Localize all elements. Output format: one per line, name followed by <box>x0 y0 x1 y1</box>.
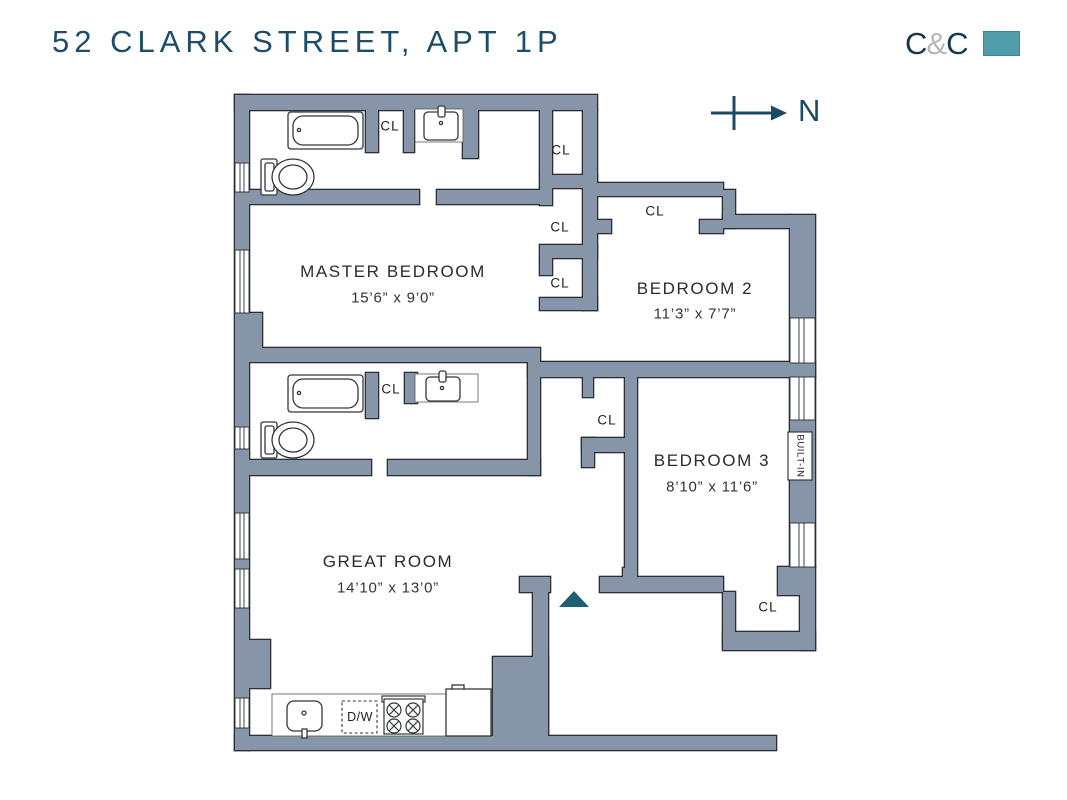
closet-label-bedroom3-hall: CL <box>597 412 617 428</box>
walls-layer <box>233 93 817 752</box>
bathtub-icon <box>287 374 364 413</box>
built-in-label: BUILT-IN <box>794 434 806 478</box>
north-arrow-icon <box>711 96 787 130</box>
room-label-bedroom-2: BEDROOM 2 <box>636 279 754 298</box>
window <box>234 697 250 729</box>
room-dims-bedroom-2: 11’3” x 7’7” <box>653 305 737 323</box>
kitchen-sink-icon <box>286 700 323 739</box>
compass-north-label: N <box>798 93 821 128</box>
room-label-master-bedroom: MASTER BEDROOM <box>300 262 486 281</box>
room-dims-bedroom-3: 8’10” x 11’6” <box>666 478 758 496</box>
built-in-box <box>787 431 813 481</box>
window <box>789 522 816 568</box>
closet-label-hall-1: CL <box>551 142 571 158</box>
window <box>234 512 250 560</box>
sink-icon <box>414 105 464 143</box>
closet-label-entry: CL <box>758 599 778 615</box>
room-dims-master-bedroom: 15’6” x 9’0” <box>351 289 435 307</box>
logo-letter-c1: C <box>905 26 927 61</box>
room-label-great-room: GREAT ROOM <box>322 552 454 571</box>
room-dims-great-room: 14’10” x 13’0” <box>336 579 440 597</box>
brand-logo: C&C <box>905 26 968 62</box>
bathtub-icon <box>287 111 364 150</box>
dishwasher-icon <box>341 700 378 734</box>
window <box>789 376 816 421</box>
toilet-icon <box>260 421 315 459</box>
dishwasher-label: D/W <box>347 710 373 724</box>
windows-layer <box>234 162 816 729</box>
page-title: 52 CLARK STREET, APT 1P <box>52 24 563 59</box>
logo-ampersand: & <box>926 26 947 61</box>
entry-marker-triangle <box>559 591 589 607</box>
stove-icon <box>381 695 426 735</box>
window <box>234 162 250 193</box>
refrigerator-icon <box>445 684 492 737</box>
window <box>234 426 250 450</box>
closet-label-hall-2: CL <box>550 219 570 235</box>
room-label-bedroom-3: BEDROOM 3 <box>653 451 771 470</box>
closet-label-bedroom2: CL <box>645 203 665 219</box>
logo-accent-square <box>983 31 1020 56</box>
window <box>234 568 250 609</box>
closet-label-bath2: CL <box>381 381 401 397</box>
closet-label-bath1: CL <box>380 118 400 134</box>
window <box>234 249 250 314</box>
sink-icon <box>414 370 479 403</box>
window <box>789 317 816 364</box>
logo-letter-c2: C <box>946 26 968 61</box>
closet-label-hall-3: CL <box>550 275 570 291</box>
toilet-icon <box>260 158 315 196</box>
